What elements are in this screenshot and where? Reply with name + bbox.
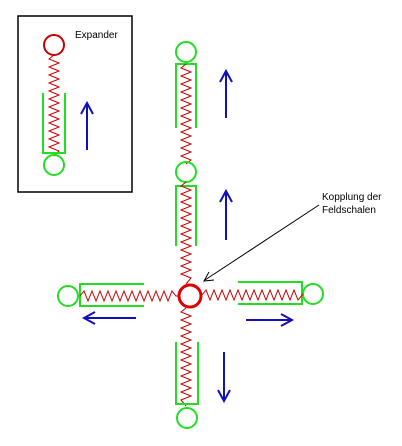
left-outer-ring: [57, 285, 79, 307]
right-spring: [201, 288, 304, 302]
left-spring: [79, 289, 179, 303]
arm-top-upper: [175, 41, 233, 165]
right-arrow: [246, 313, 295, 327]
top-upper-arrow: [219, 68, 233, 118]
legend-top-ring: [43, 34, 65, 56]
top-middle-ring: [175, 161, 197, 183]
bottom-arrow: [217, 352, 231, 404]
arm-top-lower: [175, 161, 233, 285]
annotation-line-2: Feldschalen: [322, 205, 376, 216]
bottom-outer-ring: [176, 407, 198, 429]
legend-up-arrow: [80, 100, 94, 150]
left-shell: [79, 283, 144, 307]
legend-spring: [47, 54, 61, 157]
bottom-spring: [179, 307, 193, 407]
top-outer-ring: [175, 41, 197, 63]
bottom-shell: [175, 342, 199, 405]
top-lower-arrow: [219, 188, 233, 240]
right-outer-ring: [302, 283, 324, 305]
top-lower-shell: [175, 185, 197, 246]
legend-box: Expander: [17, 15, 133, 193]
coupling-annotation: Kopplung der Feldschalen: [203, 192, 382, 282]
annotation-pointer: [204, 204, 320, 281]
legend-frame: [17, 15, 133, 193]
center-coupling-ring: [177, 283, 203, 309]
annotation-line-1: Kopplung der: [322, 192, 382, 203]
arm-bottom: [175, 307, 231, 429]
left-arrow: [81, 311, 136, 325]
right-shell: [238, 281, 303, 305]
arm-right: [201, 281, 324, 327]
legend-bottom-ring: [43, 154, 65, 176]
top-lower-spring: [179, 181, 193, 285]
legend-shell: [42, 93, 66, 154]
annotation-pointer-head: [203, 271, 215, 282]
top-upper-spring: [179, 63, 193, 165]
legend-title: Expander: [75, 30, 118, 41]
arm-left: [57, 283, 179, 325]
